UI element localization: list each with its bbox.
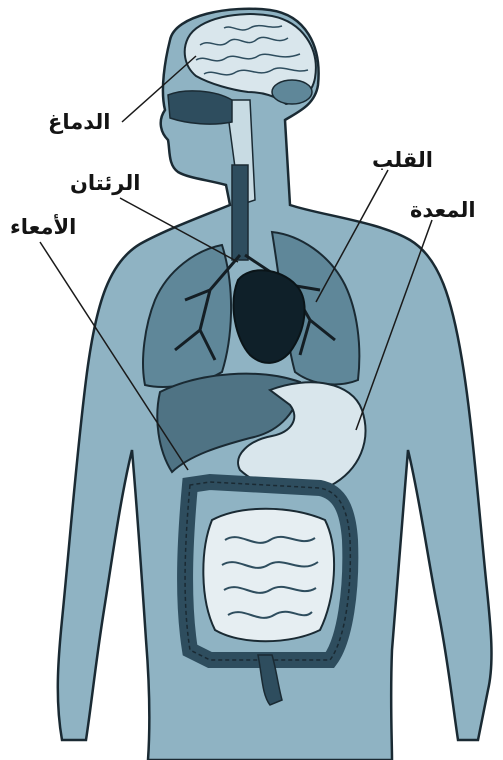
trachea: [232, 165, 248, 260]
label-stomach: المعدة: [410, 200, 476, 221]
mouth-cavity: [168, 91, 232, 124]
label-brain: الدماغ: [48, 112, 110, 133]
label-heart: القلب: [372, 150, 433, 171]
small-intestine: [203, 509, 334, 642]
label-lungs: الرئتان: [70, 173, 140, 194]
cerebellum: [272, 80, 312, 104]
label-intestines: الأمعاء: [10, 217, 76, 238]
